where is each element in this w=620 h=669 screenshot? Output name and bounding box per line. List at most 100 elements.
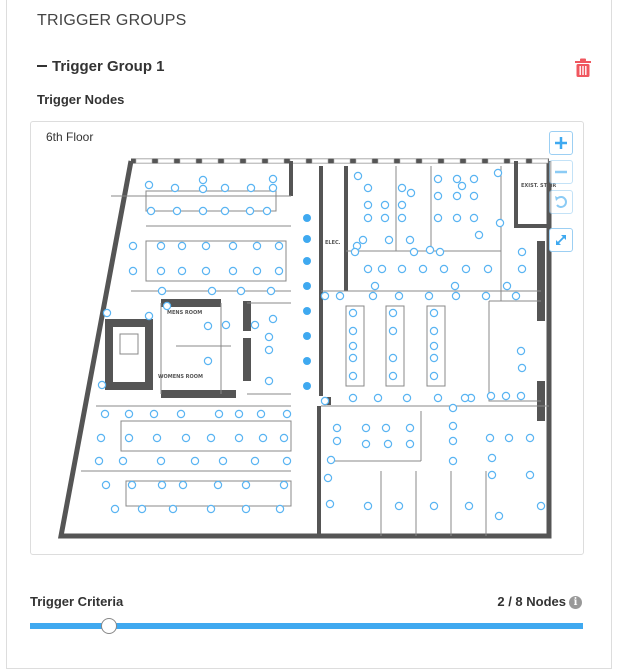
sensor-node[interactable] [146, 206, 156, 216]
sensor-node[interactable] [128, 266, 138, 276]
sensor-node[interactable] [198, 206, 208, 216]
sensor-node[interactable] [439, 264, 449, 274]
sensor-node[interactable] [435, 247, 445, 257]
sensor-node[interactable] [274, 241, 284, 251]
sensor-node[interactable] [448, 436, 458, 446]
sensor-node[interactable] [525, 433, 535, 443]
sensor-node[interactable] [493, 168, 503, 178]
floor-plan-map[interactable]: ELEC. EXIST. STAIR MENS ROOM WOMENS ROOM… [30, 121, 584, 555]
sensor-node[interactable] [118, 456, 128, 466]
sensor-node[interactable] [201, 241, 211, 251]
sensor-node[interactable] [516, 346, 526, 356]
sensor-node[interactable] [504, 433, 514, 443]
trash-icon[interactable] [574, 58, 592, 77]
sensor-node[interactable] [203, 321, 213, 331]
sensor-node[interactable] [94, 456, 104, 466]
sensor-node[interactable] [433, 213, 443, 223]
sensor-node[interactable] [110, 504, 120, 514]
sensor-node[interactable] [348, 341, 358, 351]
sensor-node[interactable] [220, 206, 230, 216]
sensor-node[interactable] [409, 247, 419, 257]
sensor-node[interactable] [348, 371, 358, 381]
sensor-node[interactable] [474, 230, 484, 240]
sensor-node[interactable] [457, 181, 467, 191]
sensor-node[interactable] [178, 480, 188, 490]
reset-view-button[interactable] [549, 190, 573, 214]
selected-trigger-node[interactable] [303, 382, 311, 390]
sensor-node[interactable] [363, 501, 373, 511]
sensor-node[interactable] [388, 371, 398, 381]
sensor-node[interactable] [156, 266, 166, 276]
sensor-node[interactable] [162, 301, 172, 311]
sensor-node[interactable] [201, 266, 211, 276]
sensor-node[interactable] [234, 433, 244, 443]
sensor-node[interactable] [424, 291, 434, 301]
sensor-node[interactable] [206, 433, 216, 443]
sensor-node[interactable] [157, 286, 167, 296]
sensor-node[interactable] [405, 439, 415, 449]
sensor-node[interactable] [501, 391, 511, 401]
sensor-node[interactable] [448, 403, 458, 413]
info-icon[interactable]: i [569, 596, 582, 609]
sensor-node[interactable] [157, 480, 167, 490]
sensor-node[interactable] [418, 264, 428, 274]
sensor-node[interactable] [335, 291, 345, 301]
sensor-node[interactable] [452, 191, 462, 201]
trigger-group-header[interactable]: Trigger Group 1 [37, 58, 165, 75]
selected-trigger-node[interactable] [303, 214, 311, 222]
selected-trigger-node[interactable] [303, 357, 311, 365]
zoom-out-button[interactable] [549, 160, 573, 184]
sensor-node[interactable] [234, 409, 244, 419]
selected-trigger-node[interactable] [303, 257, 311, 265]
trigger-criteria-slider[interactable] [30, 623, 583, 629]
sensor-node[interactable] [228, 266, 238, 276]
selected-trigger-node[interactable] [303, 235, 311, 243]
sensor-node[interactable] [246, 183, 256, 193]
sensor-node[interactable] [325, 499, 335, 509]
sensor-node[interactable] [429, 308, 439, 318]
sensor-node[interactable] [394, 291, 404, 301]
sensor-node[interactable] [516, 391, 526, 401]
sensor-node[interactable] [370, 281, 380, 291]
sensor-node[interactable] [207, 286, 217, 296]
sensor-node[interactable] [402, 393, 412, 403]
sensor-node[interactable] [405, 423, 415, 433]
sensor-node[interactable] [203, 356, 213, 366]
sensor-node[interactable] [156, 456, 166, 466]
sensor-node[interactable] [452, 213, 462, 223]
sensor-node[interactable] [101, 480, 111, 490]
sensor-node[interactable] [220, 183, 230, 193]
sensor-node[interactable] [156, 241, 166, 251]
sensor-node[interactable] [221, 320, 231, 330]
sensor-node[interactable] [397, 183, 407, 193]
sensor-node[interactable] [144, 180, 154, 190]
sensor-node[interactable] [433, 393, 443, 403]
sensor-node[interactable] [485, 433, 495, 443]
sensor-node[interactable] [348, 353, 358, 363]
sensor-node[interactable] [381, 423, 391, 433]
sensor-node[interactable] [282, 456, 292, 466]
sensor-node[interactable] [448, 421, 458, 431]
sensor-node[interactable] [213, 480, 223, 490]
sensor-node[interactable] [332, 423, 342, 433]
sensor-node[interactable] [268, 183, 278, 193]
sensor-node[interactable] [483, 264, 493, 274]
sensor-node[interactable] [380, 213, 390, 223]
sensor-node[interactable] [279, 433, 289, 443]
sensor-node[interactable] [274, 266, 284, 276]
sensor-node[interactable] [177, 266, 187, 276]
sensor-node[interactable] [198, 175, 208, 185]
sensor-node[interactable] [348, 326, 358, 336]
sensor-node[interactable] [487, 453, 497, 463]
sensor-node[interactable] [433, 191, 443, 201]
sensor-node[interactable] [241, 504, 251, 514]
sensor-node[interactable] [264, 376, 274, 386]
sensor-node[interactable] [368, 291, 378, 301]
sensor-node[interactable] [268, 174, 278, 184]
sensor-node[interactable] [258, 433, 268, 443]
sensor-node[interactable] [536, 501, 546, 511]
sensor-node[interactable] [97, 380, 107, 390]
sensor-node[interactable] [494, 511, 504, 521]
sensor-node[interactable] [525, 470, 535, 480]
sensor-node[interactable] [388, 308, 398, 318]
